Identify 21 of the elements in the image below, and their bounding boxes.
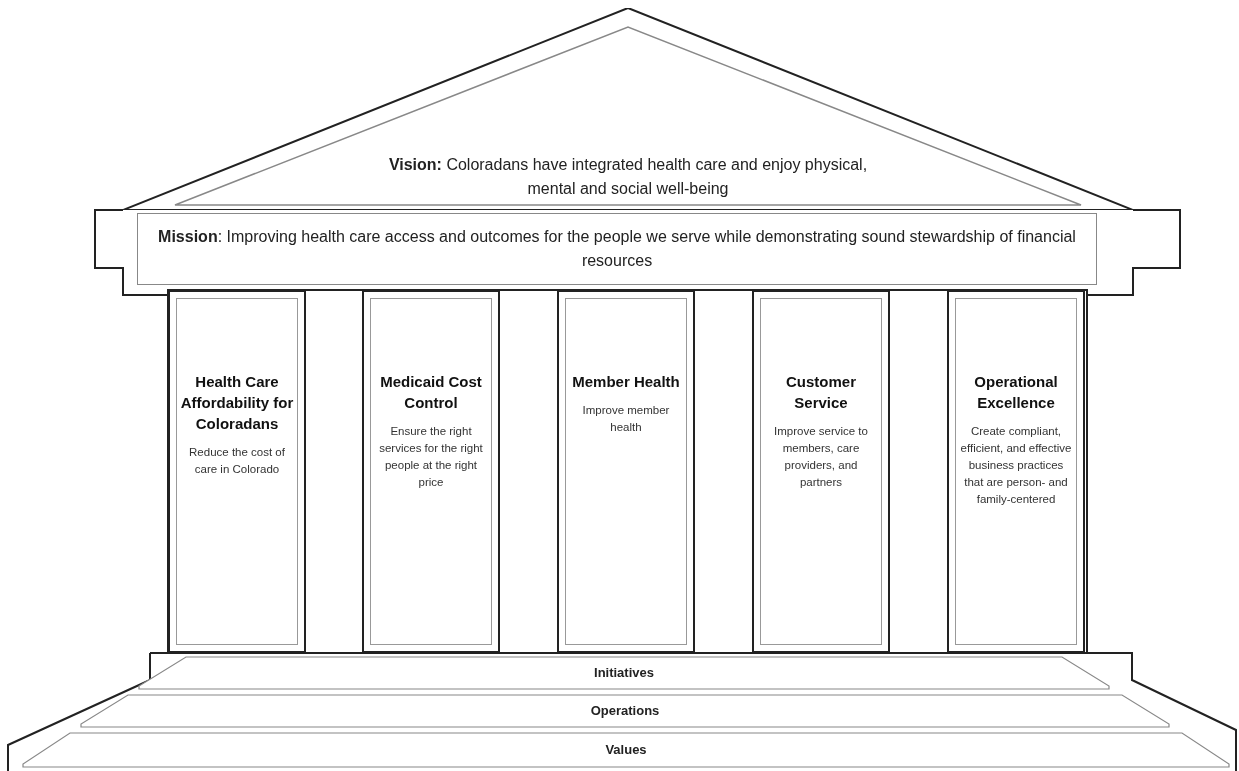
step-label: Initiatives: [594, 664, 654, 683]
pillar-title: Member Health: [572, 372, 680, 392]
step-label: Values: [605, 741, 647, 760]
pillar-description: Ensure the right services for the right people at the right price: [378, 424, 484, 490]
step-label: Operations: [590, 702, 660, 721]
pillar-description: Create compliant, efficient, and effective business practices that are person- and family-centered: [959, 424, 1073, 507]
pillar-title: Operational Excellence: [973, 372, 1059, 413]
mission-statement: Mission: Improving health care access and outcomes for the people we serve while demonstrating sound stewardship of financial resources: [157, 227, 1077, 271]
pillar-title: Health Care Affordability for Coloradans: [179, 372, 295, 434]
pillar-description: Improve member health: [581, 403, 671, 435]
pillar: [168, 290, 306, 653]
pillar-title: Customer Service: [785, 372, 857, 413]
vision-statement: Vision: Coloradans have integrated health care and enjoy physical, mental and social well-being: [387, 155, 869, 199]
pillar: [752, 290, 890, 653]
mission-band: [137, 213, 1097, 285]
pillar-description: Improve service to members, care providers, and partners: [773, 424, 869, 490]
pillar-description: Reduce the cost of care in Colorado: [188, 445, 286, 477]
pillar: [362, 290, 500, 653]
pillar: [557, 290, 695, 653]
pillar-title: Medicaid Cost Control: [379, 372, 483, 413]
pillar: [947, 290, 1085, 653]
